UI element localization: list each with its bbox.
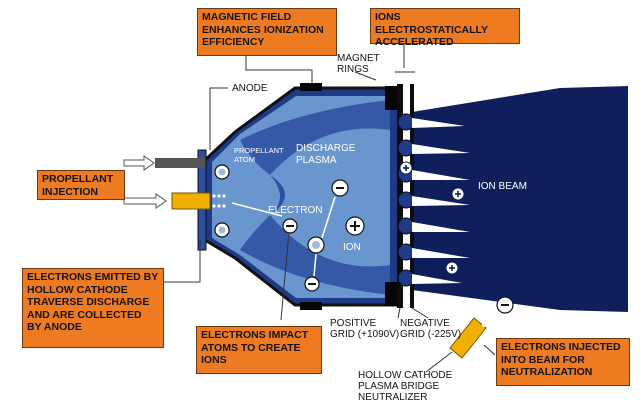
propellant-feed-pipe bbox=[155, 158, 205, 168]
magnet-rings-label: MAGNET RINGS bbox=[337, 53, 380, 75]
magnetic-field-lobe-top bbox=[240, 100, 390, 175]
hollow-cathode bbox=[171, 192, 211, 210]
magnetic-field-core bbox=[270, 175, 285, 215]
magnet-ring-top-right bbox=[385, 86, 399, 110]
anode-label: ANODE bbox=[232, 83, 268, 94]
plus-signs bbox=[403, 165, 461, 271]
leader-lines bbox=[160, 45, 496, 373]
atom-cores bbox=[218, 168, 320, 249]
electrons-injected-callout: ELECTRONS INJECTED INTO BEAM FOR NEUTRAL… bbox=[496, 338, 630, 386]
electron-label: ELECTRON bbox=[268, 205, 323, 216]
discharge-plasma-label: DISCHARGE PLASMA bbox=[296, 143, 356, 166]
magnetic-field-callout: MAGNETIC FIELD ENHANCES IONIZATION EFFIC… bbox=[197, 8, 337, 56]
magnetic-field-lobe-bottom bbox=[240, 215, 390, 295]
ion-beam bbox=[412, 86, 628, 312]
electrons-impact-callout: ELECTRONS IMPACT ATOMS TO CREATE IONS bbox=[196, 326, 322, 374]
electrons-emitted-callout: ELECTRONS EMITTED BY HOLLOW CATHODE TRAV… bbox=[22, 268, 164, 348]
ion-beam-label: ION BEAM bbox=[478, 181, 527, 192]
propellant-arrows bbox=[123, 155, 167, 209]
positive-grid-label: POSITIVE GRID (+1090V) bbox=[330, 318, 400, 340]
neutralizer-cathode bbox=[449, 314, 487, 359]
propellant-injection-callout: PROPELLANT INJECTION bbox=[37, 170, 125, 200]
ions-accelerated-callout: IONS ELECTROSTATICALLY ACCELERATED bbox=[370, 8, 520, 48]
electron-path-arrows bbox=[231, 196, 336, 277]
negative-grid-label: NEGATIVE GRID (-225V) bbox=[400, 318, 462, 340]
magnet-ring-bottom-right bbox=[385, 282, 399, 306]
hollow-cathode-label: HOLLOW CATHODE PLASMA BRIDGE NEUTRALIZER bbox=[358, 370, 453, 403]
magnet-ring-bottom bbox=[300, 302, 322, 310]
magnet-ring-top bbox=[300, 83, 322, 91]
minus-signs bbox=[286, 187, 344, 285]
ion-label: ION bbox=[343, 242, 361, 253]
propellant-atom-label: PROPELLANT ATOM bbox=[234, 146, 284, 164]
ion-beamlets bbox=[412, 118, 470, 284]
cathode-emission-dots bbox=[212, 194, 226, 208]
